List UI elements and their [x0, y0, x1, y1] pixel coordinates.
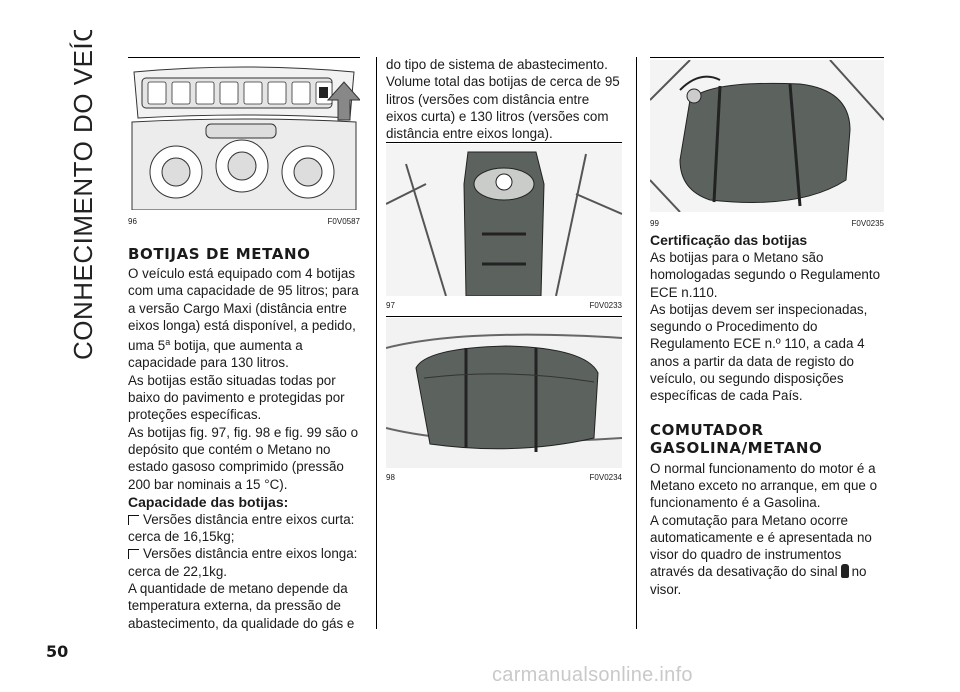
methane-tank-closeup-illustration: [649, 59, 885, 213]
top-rule-col3: [650, 57, 884, 58]
paragraph: As botijas estão situadas todas por baix…: [128, 372, 345, 423]
figure-96-caption: 96 F0V0587: [128, 212, 360, 226]
section-heading-line1: COMUTADOR: [650, 420, 764, 439]
methane-cylinder-icon: [840, 564, 849, 579]
dashboard-controls-illustration: [131, 66, 362, 211]
column-divider: [636, 57, 637, 629]
top-rule-col1: [128, 57, 360, 58]
paragraph: As botijas para o Metano são homologadas…: [650, 250, 881, 300]
subheading: Certificação das botijas: [650, 232, 808, 248]
figure-number: 96: [128, 217, 137, 226]
paragraph: A quantidade de metano depende da temper…: [128, 581, 355, 631]
chapter-title-text: CONHECIMENTO DO VEÍCULO: [68, 30, 98, 360]
figure-number: 98: [386, 473, 395, 482]
bullet-icon: [128, 549, 139, 560]
list-item: Versões distância entre eixos longa: cer…: [128, 546, 358, 579]
subheading: Capacidade das botijas:: [128, 493, 289, 510]
figure-number: 99: [650, 219, 659, 228]
watermark: carmanualsonline.info: [492, 664, 693, 686]
top-rule-fig98: [386, 316, 622, 317]
paragraph: O veículo está equipado com 4 botijas co…: [128, 266, 359, 371]
paragraph: As botijas fig. 97, fig. 98 e fig. 99 sã…: [128, 424, 359, 492]
bullet-icon: [128, 514, 139, 525]
figure-code: F0V0233: [589, 301, 622, 310]
figure-code: F0V0235: [851, 219, 884, 228]
column-2: do tipo de sistema de abastecimento. Vol…: [386, 56, 622, 142]
column-1: BOTIJAS DE METANO O veículo está equipad…: [128, 245, 360, 632]
figure-97: [385, 144, 623, 297]
figure-code: F0V0234: [589, 473, 622, 482]
column-3: Certificação das botijas As botijas para…: [650, 231, 886, 598]
figure-98: [385, 318, 623, 468]
top-rule-fig97: [386, 142, 622, 143]
paragraph: A comutação para Metano ocorre automatic…: [650, 512, 872, 597]
column-divider: [376, 57, 377, 629]
methane-tank-illustration: [385, 144, 623, 297]
figure-99-caption: 99 F0V0235: [650, 214, 884, 228]
methane-tank-underbody-illustration: [385, 318, 623, 468]
figure-97-caption: 97 F0V0233: [386, 296, 622, 310]
figure-99: [649, 59, 885, 213]
figure-code: F0V0587: [327, 217, 360, 226]
figure-98-caption: 98 F0V0234: [386, 468, 622, 482]
figure-96: [128, 60, 362, 211]
chapter-title-vertical: CONHECIMENTO DO VEÍCULO: [62, 0, 102, 370]
paragraph: do tipo de sistema de abastecimento. Vol…: [386, 57, 620, 142]
figure-number: 97: [386, 301, 395, 310]
list-item: Versões distância entre eixos curta: cer…: [128, 511, 355, 545]
page-number: 50: [46, 642, 69, 661]
paragraph: As botijas devem ser inspecionadas, segu…: [650, 301, 868, 404]
section-heading: BOTIJAS DE METANO: [128, 245, 311, 263]
paragraph: O normal funcionamento do motor é a Meta…: [650, 460, 878, 511]
section-heading-line2: GASOLINA/METANO: [650, 438, 823, 457]
